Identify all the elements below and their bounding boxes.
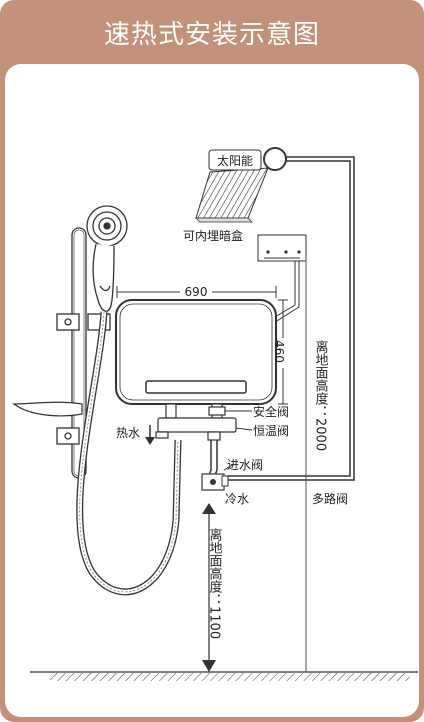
multi-valve-label: 多路阀 <box>312 491 348 506</box>
shower-head-icon <box>86 205 128 312</box>
height-1100-label: 离地面高度：1100 <box>207 527 223 639</box>
solar-panel-icon <box>195 147 287 223</box>
hot-water-arrow-icon <box>145 425 155 445</box>
height-1100-dimension <box>202 503 216 672</box>
water-heater <box>115 299 277 405</box>
hot-water-label: 热水 <box>116 426 140 440</box>
heater-valves <box>155 403 237 441</box>
inlet-valve-label: 进水阀 <box>227 458 263 472</box>
page-title: 速热式安装示意图 <box>103 19 320 50</box>
soap-dish-icon <box>12 401 83 417</box>
cold-water-pipe <box>207 440 218 479</box>
cold-water-label: 冷水 <box>225 492 249 506</box>
safety-valve-label: 安全阀 <box>253 404 289 419</box>
solar-pipe <box>227 156 355 481</box>
solar-label: 太阳能 <box>217 153 253 168</box>
thermostatic-valve-label: 恒温阀 <box>253 424 289 438</box>
height-dim-label: 460 <box>272 340 286 363</box>
inlet-valve-icon <box>201 473 229 491</box>
ground <box>30 671 418 681</box>
height-2000-label: 离地面高度：2000 <box>313 339 329 451</box>
shower-rail <box>56 227 111 479</box>
junction-box-label: 可内埋暗盒 <box>183 228 243 243</box>
shower-hose <box>76 311 182 596</box>
width-dim-label: 690 <box>185 285 208 299</box>
junction-box-icon <box>257 234 307 325</box>
